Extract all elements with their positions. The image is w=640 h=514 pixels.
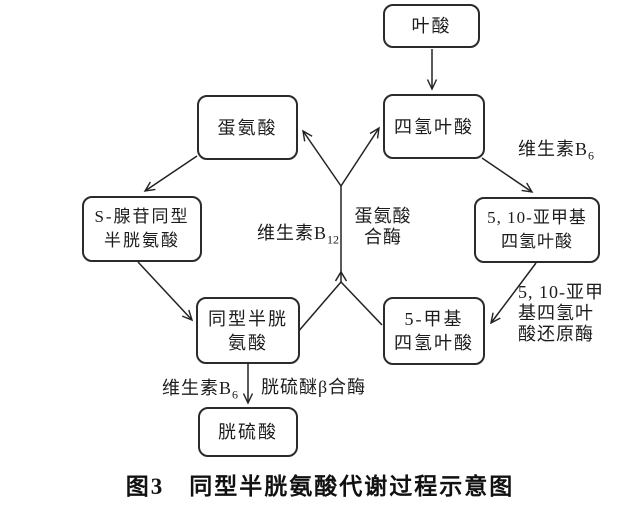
node-sah-label-line1: S-腺苷同型 [94, 207, 190, 226]
label-mthf-reductase-line1: 5, 10-亚甲 [518, 282, 604, 302]
arrow-thf-to-mthf510 [481, 157, 534, 193]
label-mthf-reductase-line2: 基四氢叶 [518, 303, 594, 323]
arrow-sah-to-hcy [137, 261, 194, 322]
label-vitamin-b12-text: 维生素B [257, 223, 328, 243]
label-vitamin-b6-bottom-sub: 6 [232, 387, 239, 402]
node-methionine: 蛋氨酸 [197, 95, 298, 160]
node-homocysteine: 同型半胱 氨酸 [196, 297, 300, 364]
figure-caption: 图3 同型半胱氨酸代谢过程示意图 [125, 474, 515, 499]
label-vitamin-b6-top: 维生素B6 [518, 135, 594, 164]
label-mthf-reductase-line3: 酸还原酶 [518, 324, 594, 344]
label-vitamin-b12: 维生素B12 [257, 219, 339, 248]
node-cystathionine: 胱硫酸 [198, 407, 298, 457]
line-hcy-to-junction [296, 281, 342, 334]
node-510-methylene-thf: 5, 10-亚甲基 四氢叶酸 [474, 197, 600, 263]
line-mthf5-to-junction [340, 281, 383, 326]
node-5-methyl-thf: 5-甲基 四氢叶酸 [383, 297, 485, 365]
node-510mthf-label-line1: 5, 10-亚甲基 [487, 208, 587, 227]
node-tetrahydrofolate-label: 四氢叶酸 [394, 116, 474, 137]
label-vitamin-b6-bottom-text: 维生素B [162, 378, 233, 398]
node-cystathionine-label: 胱硫酸 [218, 422, 278, 442]
node-folate: 叶酸 [383, 4, 480, 48]
node-hcy-label-line2: 氨酸 [228, 332, 268, 353]
node-sah-label-line2: 半胱氨酸 [104, 231, 180, 250]
label-vitamin-b12-sub: 12 [327, 232, 340, 247]
node-510mthf-label-line2: 四氢叶酸 [501, 232, 573, 251]
arrow-methionine-to-sah [143, 155, 198, 192]
node-5mthf-label-line1: 5-甲基 [404, 309, 464, 329]
node-s-adenosyl-homocysteine: S-腺苷同型 半胱氨酸 [82, 196, 202, 262]
label-mthf-reductase: 5, 10-亚甲 基四氢叶 酸还原酶 [518, 282, 613, 345]
node-hcy-label-line1: 同型半胱 [208, 308, 288, 329]
label-methionine-synthase: 蛋氨酸 合酶 [350, 206, 416, 248]
arrow-mthf510-to-mthf5 [490, 262, 537, 325]
node-5mthf-label-line2: 四氢叶酸 [394, 333, 474, 353]
label-vitamin-b6-top-text: 维生素B [518, 139, 589, 159]
node-folate-label: 叶酸 [411, 16, 452, 36]
node-methionine-label: 蛋氨酸 [217, 117, 278, 138]
label-methionine-synthase-line2: 合酶 [364, 227, 402, 247]
node-tetrahydrofolate: 四氢叶酸 [383, 94, 485, 159]
label-vitamin-b6-bottom: 维生素B6 [162, 374, 238, 403]
arrow-junction-to-methionine [302, 129, 342, 187]
label-cbs-text: 胱硫醚β合酶 [261, 377, 367, 397]
label-vitamin-b6-top-sub: 6 [588, 148, 595, 163]
arrowhead-junction-up [334, 270, 348, 282]
arrow-junction-to-thf [340, 126, 380, 187]
label-cystathionine-beta-synthase: 胱硫醚β合酶 [261, 373, 366, 399]
label-methionine-synthase-line1: 蛋氨酸 [354, 206, 412, 226]
